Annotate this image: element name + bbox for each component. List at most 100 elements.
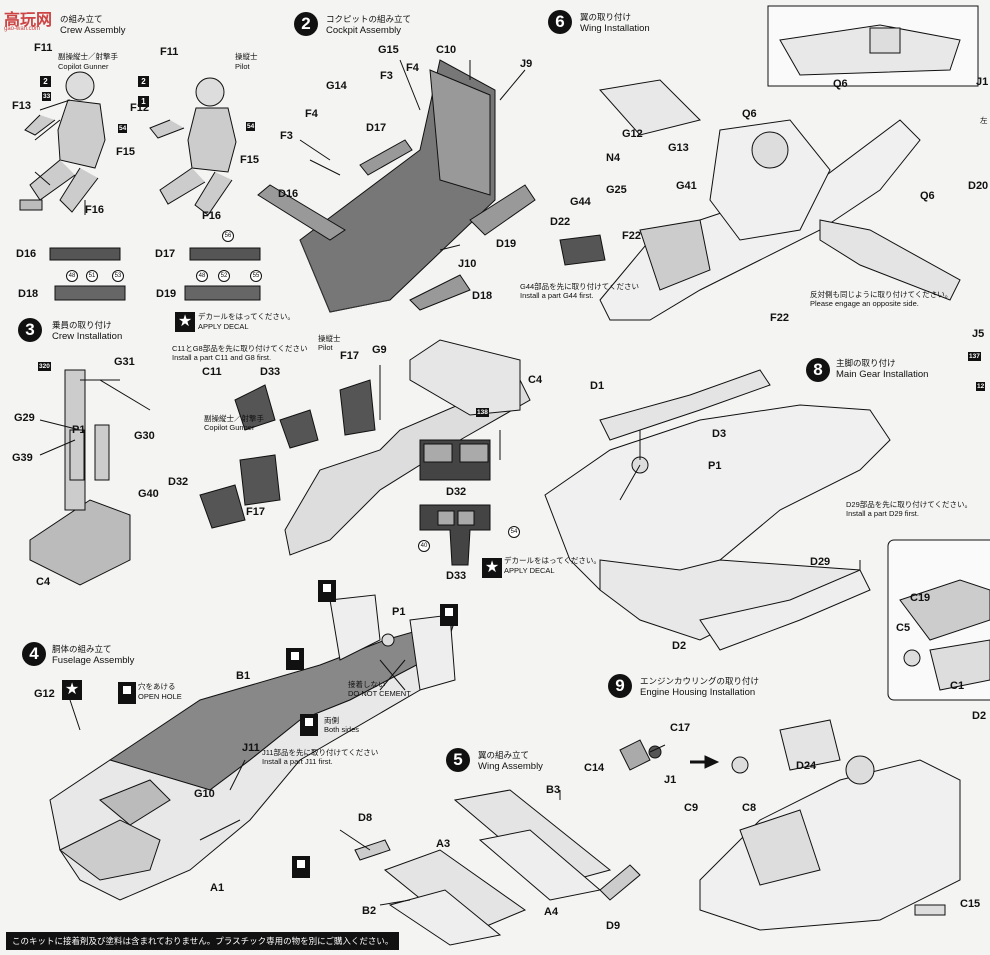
part-label: G29 xyxy=(14,412,35,424)
step-6-number: 6 xyxy=(548,10,572,34)
step-8-number: 8 xyxy=(806,358,830,382)
part-label: F11 xyxy=(160,46,179,58)
watermark-logo: 高玩网 xyxy=(4,12,53,29)
part-label: J11 xyxy=(242,742,260,754)
part-label: J10 xyxy=(458,258,477,270)
part-label: C15 xyxy=(960,898,981,910)
part-label: B2 xyxy=(362,905,377,917)
j11-jp: J11部品を先に取り付けてください xyxy=(262,748,379,757)
decal-star-icon: ★ xyxy=(62,680,82,700)
part-label: G25 xyxy=(606,184,627,196)
part-label: G14 xyxy=(326,80,347,92)
part-label: J5 xyxy=(972,328,985,340)
part-label: D9 xyxy=(606,920,621,932)
engine-assembly xyxy=(619,719,961,931)
step-5-title: 翼の組み立て Wing Assembly xyxy=(478,750,543,772)
install-c11-jp: C11とG8部品を先に取り付けてください xyxy=(172,344,308,353)
step-8-jp: 主脚の取り付け xyxy=(836,358,896,368)
part-label: G10 xyxy=(194,788,215,800)
part-label: G39 xyxy=(12,452,33,464)
part-label: C8 xyxy=(742,802,757,814)
part-number-badge: 12 xyxy=(976,382,986,391)
step-3-jp: 乗員の取り付け xyxy=(52,320,112,330)
part-label: D19 xyxy=(496,238,517,250)
part-label: F22 xyxy=(622,230,641,242)
part-label: J9 xyxy=(520,58,533,70)
decal-number: 48 xyxy=(196,270,208,282)
part-label: F15 xyxy=(240,154,259,166)
part-label: A3 xyxy=(436,838,451,850)
part-label: P1 xyxy=(392,606,406,618)
apply-decal-en: APPLY DECAL xyxy=(504,566,555,575)
decal-number: 48 xyxy=(66,270,78,282)
apply-decal-en: APPLY DECAL xyxy=(198,322,249,331)
open-hole-icon xyxy=(300,714,318,736)
part-label: G9 xyxy=(372,344,387,356)
pilot-note-jp: 操縦士 xyxy=(235,52,258,61)
decal-number: 56 xyxy=(222,230,234,242)
copilot-label-jp: 副操縦士／射撃手 xyxy=(204,414,264,423)
figure-number: 1 xyxy=(138,96,149,107)
apply-decal-jp: デカールをはってください。 xyxy=(198,312,295,321)
part-number-badge: 54 xyxy=(118,124,128,133)
part-label: C4 xyxy=(36,576,51,588)
copilot-note-en: Copilot Gunner xyxy=(58,62,109,71)
open-hole-jp: 穴をあける xyxy=(138,682,176,691)
step-3-en: Crew Installation xyxy=(52,331,123,342)
step-1-title: の組み立て Crew Assembly xyxy=(60,14,125,36)
decal-number: 52 xyxy=(218,270,230,282)
step-4-en: Fuselage Assembly xyxy=(52,655,135,666)
install-c11-en: Install a part C11 and G8 first. xyxy=(172,353,272,362)
part-label: J1 xyxy=(664,774,677,786)
both-sides-en: Both sides xyxy=(324,725,360,734)
part-label: C9 xyxy=(684,802,699,814)
part-label: C17 xyxy=(670,722,691,734)
no-cement-jp: 接着しない xyxy=(348,680,386,689)
part-label: C1 xyxy=(950,680,965,692)
part-label: A1 xyxy=(210,882,225,894)
part-label: F17 xyxy=(246,506,265,518)
step-3-title: 乗員の取り付け Crew Installation xyxy=(52,320,122,342)
j11-en: Install a part J11 first. xyxy=(262,757,333,766)
cockpit-tub xyxy=(299,59,496,313)
step-1-jp: の組み立て xyxy=(60,14,103,24)
step-5-number: 5 xyxy=(446,748,470,772)
part-label: D24 xyxy=(796,760,817,772)
part-label: C19 xyxy=(910,592,931,604)
part-label: D18 xyxy=(18,288,39,300)
watermark-url: gao-wan.com xyxy=(4,26,41,32)
part-label: B1 xyxy=(236,670,251,682)
part-label: P1 xyxy=(72,424,86,436)
part-label: G44 xyxy=(570,196,591,208)
part-label: D32 xyxy=(446,486,467,498)
opposite-note-en: Please engage an opposite side. xyxy=(810,299,919,308)
part-label: D17 xyxy=(155,248,176,260)
open-hole-icon xyxy=(292,856,310,878)
part-label: G13 xyxy=(668,142,689,154)
d29-note-jp: D29部品を先に取り付けてください。 xyxy=(846,500,973,509)
part-label: Q6 xyxy=(833,78,848,90)
part-label: A4 xyxy=(544,906,559,918)
open-hole-icon xyxy=(440,604,458,626)
no-cement-en: DO NOT CEMENT xyxy=(348,689,411,698)
decal-number: 55 xyxy=(250,270,262,282)
part-label: C5 xyxy=(896,622,911,634)
part-label: F17 xyxy=(340,350,359,362)
part-label: D3 xyxy=(712,428,727,440)
part-label: D22 xyxy=(550,216,571,228)
wing-assembly xyxy=(354,789,641,946)
part-label: C11 xyxy=(202,366,222,378)
part-label: J1 xyxy=(976,76,989,88)
step-1-en: Crew Assembly xyxy=(60,25,126,36)
copilot-label-en: Copilot Gunner xyxy=(204,423,255,432)
part-label: F4 xyxy=(406,62,419,74)
g44-note-en: Install a part G44 first. xyxy=(520,291,594,300)
part-label: G31 xyxy=(114,356,135,368)
part-label: D33 xyxy=(260,366,281,378)
step-2-number: 2 xyxy=(294,12,318,36)
decal-number: 53 xyxy=(112,270,124,282)
open-hole-icon xyxy=(118,682,136,704)
step-4-jp: 胴体の組み立て xyxy=(52,644,112,654)
decal-number: 54 xyxy=(508,526,520,538)
fuselage-assembly xyxy=(49,594,456,901)
